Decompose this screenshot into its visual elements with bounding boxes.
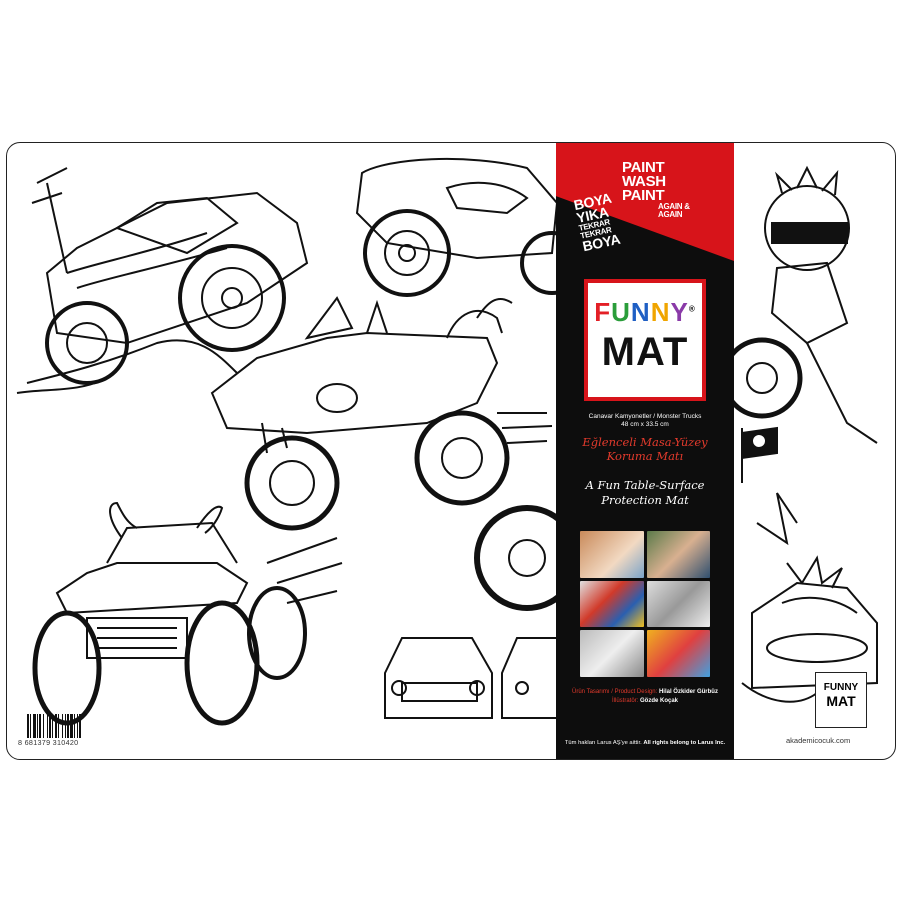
- monster-truck-illustration: [32, 501, 343, 726]
- brand-letter: F: [594, 297, 612, 327]
- website-text: akademicocuk.com: [786, 736, 851, 745]
- photo: [580, 531, 644, 578]
- product-subtitle: Canavar Kamyonetler / Monster Trucks 48 …: [556, 413, 734, 429]
- photo: [580, 580, 644, 628]
- slogan-line: WASH: [622, 173, 666, 190]
- title-line: Koruma Matı: [606, 449, 684, 463]
- title-english: A Fun Table-Surface Protection Mat: [556, 478, 734, 508]
- monster-truck-illustration: [16, 167, 309, 394]
- car-illustration: [384, 637, 558, 719]
- brand-letter: N: [630, 297, 651, 327]
- label-band: PAINT WASH PAINT AGAIN & AGAIN BOYA YIKA…: [556, 143, 734, 759]
- small-brand-mat: MAT: [826, 693, 856, 709]
- photo: [580, 630, 644, 677]
- car-illustration: [741, 492, 878, 703]
- monster-truck-illustration: [210, 296, 553, 531]
- registered-mark: ®: [688, 304, 696, 314]
- barcode-number: 8 681379 310420: [18, 738, 79, 747]
- title-line: Protection Mat: [601, 493, 689, 507]
- photo: [646, 630, 710, 677]
- brand-logo: FUNNY® MAT: [584, 279, 706, 401]
- brand-funny: FUNNY®: [588, 297, 702, 328]
- slogan-line: PAINT: [622, 159, 665, 176]
- brand-letter: N: [650, 297, 671, 327]
- subtitle-text: Canavar Kamyonetler / Monster Trucks: [588, 413, 702, 420]
- title-line: Eğlenceli Masa-Yüzey: [582, 435, 708, 449]
- photo: [646, 531, 710, 578]
- size-text: 48 cm x 33.5 cm: [621, 421, 669, 428]
- photo-grid: [580, 531, 710, 677]
- illustration-name: Gözde Koçak: [640, 698, 679, 704]
- photo: [646, 580, 710, 628]
- coloring-mat: [6, 142, 896, 760]
- brand-mat: MAT: [601, 330, 689, 374]
- rights-notice: Tüm hakları Larus AŞ'ye aittir. All righ…: [556, 740, 734, 746]
- motorbike-rider-illustration: [721, 165, 878, 444]
- pirate-flag-icon: [741, 426, 778, 483]
- slogan-small: AGAIN: [658, 210, 683, 219]
- rights-tr: Tüm hakları Larus AŞ'ye aittir.: [564, 740, 642, 746]
- monster-truck-line-art: [16, 157, 878, 726]
- small-brand-funny: FUNNY: [823, 682, 859, 693]
- brand-letter: Y: [670, 297, 689, 327]
- title-turkish: Eğlenceli Masa-Yüzey Koruma Matı: [556, 435, 734, 463]
- slogan-line: PAINT: [622, 187, 665, 204]
- title-line: A Fun Table-Surface: [585, 478, 705, 492]
- brand-letter: U: [611, 297, 631, 327]
- slogan-english: PAINT WASH PAINT AGAIN & AGAIN: [622, 159, 690, 219]
- design-name: Hilal Özkider Gürbüz: [658, 689, 718, 695]
- monster-truck-illustration: [355, 157, 584, 297]
- design-label: Ürün Tasarımı / Product Design:: [572, 689, 658, 695]
- credits: Ürün Tasarımı / Product Design: Hilal Öz…: [556, 688, 734, 706]
- rights-en: All rights belong to Larus Inc.: [643, 740, 726, 746]
- small-brand-logo: FUNNY MAT: [815, 672, 867, 728]
- barcode-icon: [27, 714, 81, 738]
- slogan-small: AGAIN &: [658, 202, 690, 211]
- illustration-label: İllüstratör:: [611, 698, 639, 704]
